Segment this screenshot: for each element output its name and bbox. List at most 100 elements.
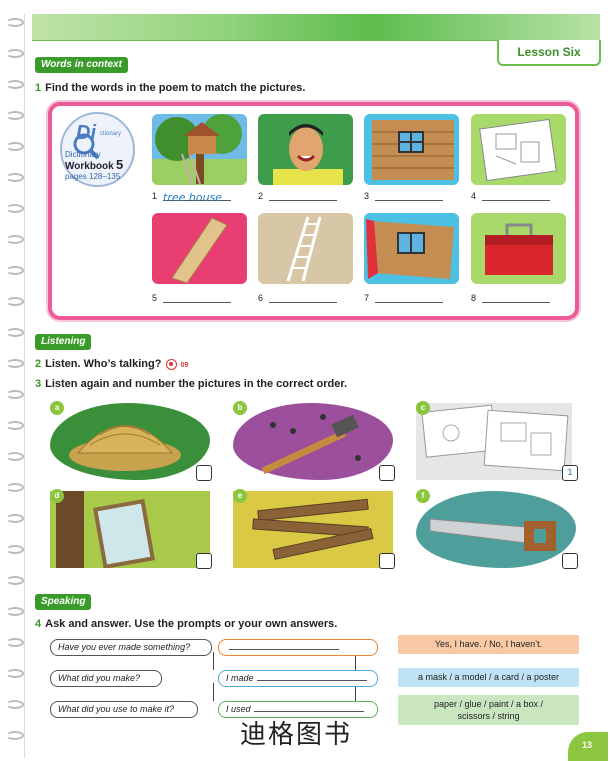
spiral-ring — [6, 328, 24, 337]
q1-answer: 8 — [471, 293, 551, 303]
spiral-ring — [6, 421, 24, 430]
order-answer-box[interactable]: 1 — [562, 465, 578, 481]
answer-2-text: I made — [226, 673, 254, 683]
picture-plank — [152, 213, 247, 284]
q1-answer-field[interactable] — [269, 293, 338, 303]
q1-answer: 5 — [152, 293, 232, 303]
section-listening: Listening — [35, 334, 92, 350]
q1-answer-number: 5 — [152, 293, 158, 303]
q1-answer-number: 1 — [152, 191, 158, 201]
photo-letter: b — [233, 401, 247, 415]
picture-plans — [471, 114, 566, 185]
page-number: 13 — [568, 732, 608, 761]
q1-answer: 6 — [258, 293, 338, 303]
spiral-ring — [6, 297, 24, 306]
speaking-question-1: Have you ever made something? — [50, 639, 212, 656]
page-edge — [24, 14, 604, 758]
question-number: 3 — [35, 378, 42, 390]
q1-answer-field[interactable] — [269, 191, 338, 201]
magnifier-icon — [73, 133, 100, 160]
spiral-ring — [6, 576, 24, 585]
q1-answer: 2 — [258, 191, 338, 201]
speaking-question-2: What did you make? — [50, 670, 162, 687]
order-answer-box[interactable] — [196, 465, 212, 481]
photo-f-saw — [416, 491, 576, 568]
spiral-ring — [6, 204, 24, 213]
q1-answer-field[interactable]: tree house — [163, 191, 232, 204]
q1-answer: 4 — [471, 191, 551, 201]
question-text: Find the words in the poem to match the … — [45, 82, 306, 94]
dictionary-logo: Di ctionary — [60, 112, 135, 187]
picture-ladder — [258, 213, 353, 284]
connector-2 — [213, 683, 356, 701]
answer-field-2[interactable]: I made — [218, 670, 378, 687]
photo-letter: c — [416, 401, 430, 415]
photo-a-rope — [50, 403, 210, 480]
spiral-ring — [6, 545, 24, 554]
q1-answer-field[interactable] — [482, 293, 551, 303]
order-answer-box[interactable] — [379, 553, 395, 569]
picture-broken-wall — [364, 213, 459, 284]
q1-answer-field[interactable] — [163, 293, 232, 303]
q1-answer-number: 8 — [471, 293, 477, 303]
prompt-1: Yes, I have. / No, I haven’t. — [398, 635, 579, 654]
spiral-ring — [6, 700, 24, 709]
q1-answer: 1 tree house — [152, 191, 232, 204]
lesson-title: Lesson Six — [497, 40, 601, 66]
spiral-ring — [6, 49, 24, 58]
q1-answer-field[interactable] — [482, 191, 551, 201]
question-text: Ask and answer. Use the prompts or your … — [45, 618, 338, 630]
question-number: 2 — [35, 358, 42, 370]
answer-field-3[interactable]: I used — [218, 701, 378, 718]
question-text: Listen. Who’s talking? — [45, 358, 162, 370]
spiral-ring — [6, 235, 24, 244]
spiral-ring — [6, 359, 24, 368]
photo-b-hammer — [233, 403, 393, 480]
prompt-2: a mask / a model / a card / a poster — [398, 668, 579, 687]
q1-answer-field[interactable] — [375, 191, 444, 201]
prompt-3: paper / glue / paint / a box / scissors … — [398, 695, 579, 725]
order-answer-box[interactable] — [562, 553, 578, 569]
photo-letter: f — [416, 489, 430, 503]
order-answer-box[interactable] — [196, 553, 212, 569]
spiral-ring — [6, 452, 24, 461]
question-text: Listen again and number the pictures in … — [45, 378, 348, 390]
dict-line1: Dictionary — [65, 150, 101, 159]
q1-answer-number: 2 — [258, 191, 264, 201]
spiral-ring — [6, 390, 24, 399]
dict-pages: pages 128–135 — [65, 172, 121, 181]
q1-answer: 7 — [364, 293, 444, 303]
q1-answer-number: 6 — [258, 293, 264, 303]
speaking-question-3: What did you use to make it? — [50, 701, 198, 718]
spiral-ring — [6, 80, 24, 89]
spiral-ring — [6, 266, 24, 275]
q1-answer: 3 — [364, 191, 444, 201]
q1-answer-number: 7 — [364, 293, 370, 303]
question-number: 4 — [35, 618, 42, 630]
audio-track-number: 09 — [180, 362, 189, 369]
header-rule — [32, 40, 498, 41]
answer-field-1[interactable] — [218, 639, 378, 656]
picture-wooden-wall-window — [364, 114, 459, 185]
photo-c-plans — [416, 403, 576, 480]
order-answer-box[interactable] — [379, 465, 395, 481]
dict-line2: Workbook — [65, 161, 114, 172]
photo-letter: a — [50, 401, 64, 415]
dictionary-reference: Dictionary Workbook 5 pages 128–135 — [65, 150, 123, 182]
photo-letter: e — [233, 489, 247, 503]
picture-laughing-man — [258, 114, 353, 185]
spiral-ring — [6, 607, 24, 616]
q1-answer-field[interactable] — [375, 293, 444, 303]
spiral-ring — [6, 731, 24, 740]
audio-cd-icon[interactable] — [166, 358, 178, 370]
spiral-ring — [6, 514, 24, 523]
spiral-ring — [6, 483, 24, 492]
answer-3-text: I used — [226, 704, 251, 714]
photo-letter: d — [50, 489, 64, 503]
q1-answer-number: 3 — [364, 191, 370, 201]
picture-tree-house — [152, 114, 247, 185]
